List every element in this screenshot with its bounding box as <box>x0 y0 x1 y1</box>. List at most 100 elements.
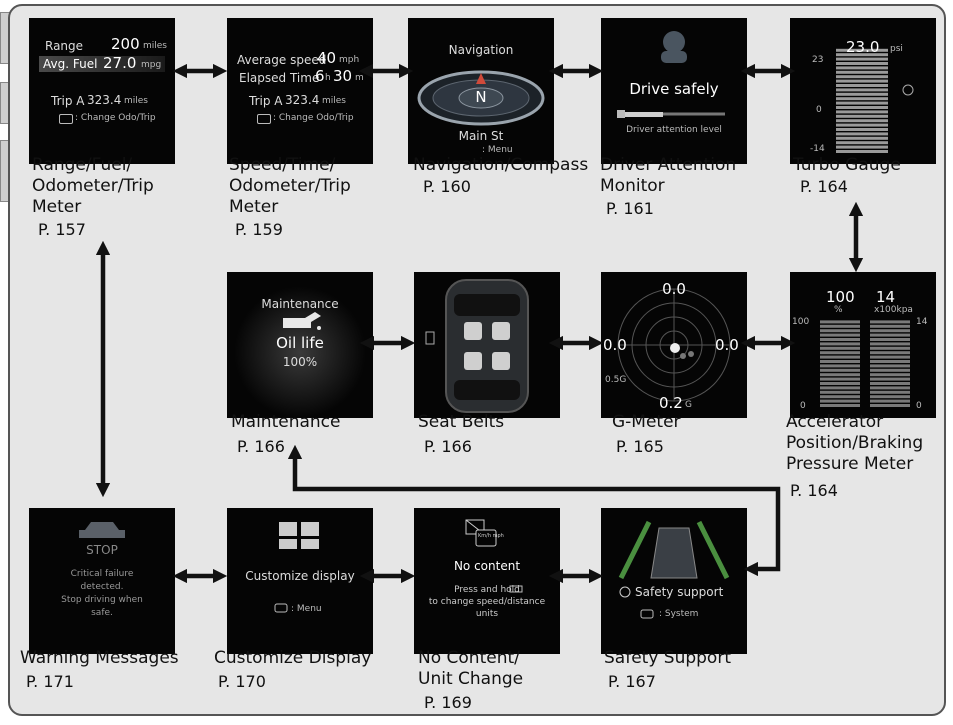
street-name: Main St <box>458 129 504 143</box>
screen-navigation: Navigation N Main St : Menu <box>408 18 554 164</box>
gauge-bar-segment <box>836 88 888 92</box>
gauge-bar-segment <box>870 382 910 385</box>
g-meter-ring-label: 0.5G <box>605 375 627 385</box>
brake-scale-bottom: 0 <box>916 401 922 411</box>
gauge-bar-segment <box>870 368 910 372</box>
gauge-bar-segment <box>870 377 910 381</box>
gauge-bar-segment <box>820 338 860 341</box>
gauge-bar-segment <box>870 399 910 403</box>
gauge-bar-segment <box>836 114 888 118</box>
caption-speed-time: Speed/Time/ Odometer/Trip Meter <box>229 155 351 217</box>
turbo-bar-graph <box>836 48 914 153</box>
gauge-bar-segment <box>836 62 888 65</box>
gauge-bar-segment <box>820 377 860 381</box>
range-label: Range <box>45 39 84 53</box>
caption-turbo: Turbo Gauge <box>793 155 901 175</box>
gauge-bar-segment <box>836 123 888 127</box>
turbo-unit: psi <box>890 44 903 54</box>
trip-value: 323.4 <box>285 93 320 107</box>
warning-message: Critical failure detected. Stop driving … <box>61 569 143 618</box>
gauge-bar-segment <box>836 132 888 136</box>
g-meter-top-value: 0.0 <box>662 280 686 298</box>
page-ref-customize: P. 170 <box>218 672 266 691</box>
gauge-bar-segment <box>836 48 888 52</box>
gauge-bar-segment <box>836 92 888 96</box>
gauge-bar-segment <box>836 53 888 57</box>
gauge-bar-segment <box>820 399 860 403</box>
trip-label: Trip A <box>249 94 283 108</box>
page-ref-navigation: P. 160 <box>423 177 471 196</box>
gauge-bar-segment <box>870 324 910 328</box>
screen-hint: : Menu <box>482 145 513 155</box>
screen-hint: : Menu <box>291 604 322 614</box>
speed-value: 40 <box>317 49 337 67</box>
gauge-bar-segment <box>870 404 910 407</box>
gauge-bar-segment <box>836 97 888 101</box>
screen-speed-time: Average speed 40 mph Elapsed Time 6 h 30… <box>227 18 373 164</box>
gauge-bar-segment <box>836 128 888 131</box>
g-meter-bottom-unit: G <box>685 400 692 410</box>
screen-maintenance: Maintenance Oil life 100% <box>227 272 373 418</box>
attention-title: Drive safely <box>629 80 719 98</box>
gauge-bar-segment <box>820 360 860 363</box>
accelerator-unit: % <box>834 305 843 315</box>
gauge-bar-segment <box>820 346 860 350</box>
trip-label: Trip A <box>51 94 85 108</box>
gauge-bar-segment <box>820 404 860 407</box>
car-top-view-icon <box>425 279 529 413</box>
gauge-bar-segment <box>870 373 910 377</box>
caption-customize: Customize Display <box>214 648 372 668</box>
gauge-bar-segment <box>836 106 888 109</box>
maintenance-item: Oil life <box>276 334 324 352</box>
gauge-bar-segment <box>820 333 860 337</box>
screen-warning: STOP Critical failure detected. Stop dri… <box>29 508 175 654</box>
gauge-bar-segment <box>820 351 860 355</box>
caption-driver-attention: Driver Attention Monitor <box>600 155 737 196</box>
fuel-unit: mpg <box>141 60 162 70</box>
gauge-bar-segment <box>820 390 860 394</box>
caption-range-fuel: Range/Fuel/ Odometer/Trip Meter <box>32 155 154 217</box>
brake-unit: x100kpa <box>874 305 913 315</box>
gauge-bar-segment <box>820 320 860 324</box>
gauge-bar-segment <box>870 390 910 394</box>
screen-turbo: 23.0 psi 23 0 -14 <box>790 18 936 164</box>
accelerator-value: 100 <box>826 288 855 306</box>
nav-title: Navigation <box>448 43 514 57</box>
gauge-bar-segment <box>836 57 888 61</box>
steering-switch-icon <box>257 114 271 124</box>
gauge-bar-segment <box>820 386 860 390</box>
g-meter-left-value: 0.0 <box>603 336 627 354</box>
range-value: 200 <box>111 35 140 53</box>
caption-accelerator: Accelerator Position/Braking Pressure Me… <box>786 412 924 474</box>
gauge-bar-segment <box>836 75 888 79</box>
caption-safety: Safety Support <box>604 648 731 668</box>
fuel-label: Avg. Fuel <box>43 57 98 71</box>
screen-hint: : Change Odo/Trip <box>75 113 156 123</box>
range-unit: miles <box>143 41 167 51</box>
caption-navigation: Navigation/Compass <box>413 155 589 175</box>
trip-value: 323.4 <box>87 93 122 107</box>
page-ref-no-content: P. 169 <box>424 693 472 712</box>
gauge-bar-segment <box>836 101 888 105</box>
caption-maintenance: Maintenance <box>231 412 341 432</box>
g-meter-target <box>617 288 731 402</box>
gauge-bar-segment <box>820 342 860 346</box>
gauge-bar-segment <box>836 70 888 74</box>
screen-hint: : System <box>659 609 699 619</box>
g-meter-right-value: 0.0 <box>715 336 739 354</box>
g-meter-bottom-value: 0.2 <box>659 394 683 412</box>
trip-unit: miles <box>322 96 346 106</box>
gauge-bar-segment <box>836 66 888 70</box>
gauge-bar-segment <box>870 364 910 368</box>
gauge-bar-segment <box>820 355 860 359</box>
gauge-bar-segment <box>820 368 860 372</box>
time-hours-unit: h <box>325 73 331 83</box>
caption-g-meter: G-Meter <box>612 412 681 432</box>
screen-seat-belts <box>414 272 560 418</box>
gauge-bar-segment <box>820 324 860 328</box>
page-ref-maintenance: P. 166 <box>237 437 285 456</box>
gauge-bar-segment <box>836 110 888 114</box>
turbo-scale-mid: 0 <box>816 105 822 115</box>
gauge-bar-segment <box>836 145 888 149</box>
